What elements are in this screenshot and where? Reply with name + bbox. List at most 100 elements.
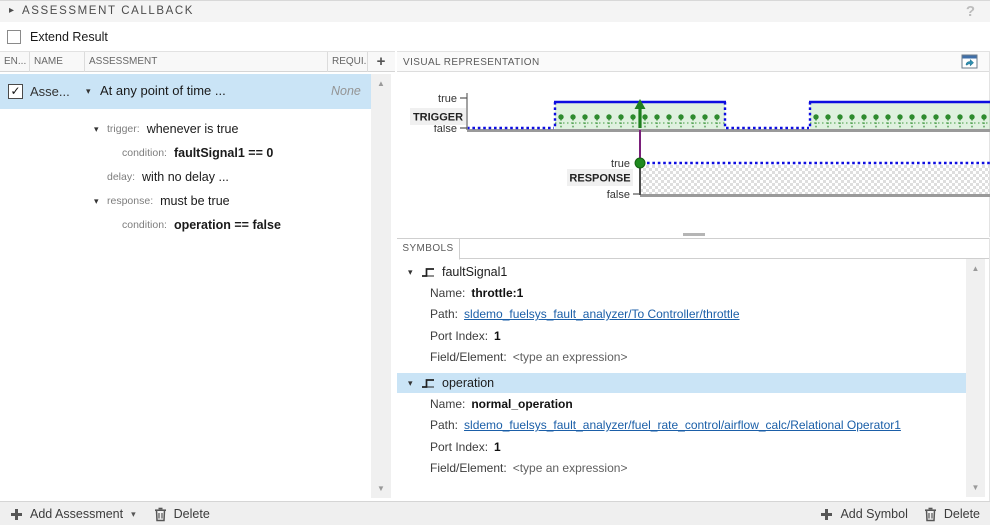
column-header-assessment[interactable]: ASSESSMENT [85, 52, 328, 72]
path-link[interactable]: sldemo_fuelsys_fault_analyzer/fuel_rate_… [464, 418, 901, 433]
row-assessment-type[interactable]: At any point of time ... [100, 83, 226, 98]
symbols-list: ▾ faultSignal1 Name: throttle:1 Path: sl… [397, 259, 966, 501]
delete-symbol-label: Delete [943, 507, 980, 521]
assessment-table: EN... NAME ASSESSMENT REQUI... + ✓ Asse.… [0, 51, 395, 501]
open-in-figure-icon[interactable] [961, 54, 979, 70]
trigger-axis-label: TRIGGER [413, 112, 463, 124]
extend-result-checkbox[interactable] [7, 30, 21, 44]
field-label: Port Index: [430, 439, 489, 454]
symbol-field-element: Field/Element: <type an expression> [397, 458, 966, 480]
detail-row-trigger: ▾ trigger: whenever is true [0, 117, 371, 141]
detail-value[interactable]: must be true [160, 194, 230, 208]
symbol-field-name: Name: normal_operation [397, 393, 966, 415]
symbol-field-name: Name: throttle:1 [397, 282, 966, 304]
field-value[interactable]: 1 [494, 328, 501, 343]
add-column-button[interactable]: + [376, 53, 386, 70]
expander-icon[interactable]: ▾ [408, 377, 413, 388]
scroll-up-icon[interactable]: ▲ [971, 264, 980, 273]
detail-label: condition: [122, 147, 167, 159]
detail-label: delay: [107, 171, 136, 183]
field-label: Port Index: [430, 328, 489, 343]
expander-icon[interactable]: ▾ [94, 195, 99, 206]
page-title: ASSESSMENT CALLBACK [22, 5, 195, 17]
symbol-field-path: Path: sldemo_fuelsys_fault_analyzer/To C… [397, 304, 966, 326]
symbol-name: faultSignal1 [442, 265, 508, 279]
delete-assessment-button[interactable]: Delete [154, 507, 210, 522]
field-value[interactable]: throttle:1 [471, 285, 524, 300]
column-header-name[interactable]: NAME [30, 52, 85, 72]
expander-icon[interactable]: ▾ [94, 123, 99, 134]
field-value[interactable]: 1 [494, 439, 501, 454]
symbol-row-selected[interactable]: ▾ operation [397, 373, 966, 393]
trash-icon [924, 507, 937, 522]
symbol-name: operation [442, 376, 495, 390]
panel-splitter-handle[interactable] [683, 233, 705, 236]
field-label: Field/Element: [430, 461, 507, 476]
scroll-down-icon[interactable]: ▼ [377, 484, 385, 493]
row-expander-icon[interactable]: ▾ [86, 86, 91, 96]
symbol-row[interactable]: ▾ faultSignal1 [397, 262, 966, 282]
field-value[interactable]: normal_operation [471, 396, 573, 411]
delete-symbol-button[interactable]: Delete [924, 507, 980, 522]
assessment-table-row[interactable]: ✓ Asse... ▾ At any point of time ... Non… [0, 74, 371, 109]
symbol-field-path: Path: sldemo_fuelsys_fault_analyzer/fuel… [397, 415, 966, 437]
detail-value[interactable]: operation == false [173, 218, 281, 232]
response-axis-label: RESPONSE [569, 173, 630, 185]
plus-icon [10, 508, 23, 521]
expression-input[interactable]: <type an expression> [512, 461, 628, 476]
row-requirements: None [331, 84, 361, 98]
collapse-arrow-icon[interactable]: ▸ [9, 5, 15, 16]
scroll-up-icon[interactable]: ▲ [377, 79, 385, 88]
detail-row-response-condition: condition: operation == false [0, 213, 371, 237]
visual-representation-panel: VISUAL REPRESENTATION [397, 51, 990, 237]
row-enabled-checkbox[interactable]: ✓ [8, 84, 23, 99]
table-scrollbar[interactable]: ▲ ▼ [371, 74, 391, 498]
trigger-true-label: true [438, 93, 457, 105]
field-label: Path: [430, 418, 459, 433]
trash-icon [154, 507, 167, 522]
expander-icon[interactable]: ▾ [408, 266, 413, 277]
detail-label: condition: [122, 219, 167, 231]
help-icon[interactable]: ? [965, 3, 975, 20]
signal-diagram: true false TRIGGER true false RESPONSE [397, 72, 990, 232]
symbols-tabbar: SYMBOLS [397, 238, 989, 260]
column-header-requirements[interactable]: REQUI... [328, 52, 368, 72]
symbol-item-operation: ▾ operation Name: normal_operation Path:… [397, 373, 966, 479]
response-true-label: true [611, 158, 630, 170]
detail-label: response: [107, 195, 154, 207]
signal-icon [421, 267, 435, 278]
detail-value[interactable]: whenever is true [146, 122, 239, 136]
add-assessment-label: Add Assessment [30, 507, 124, 521]
footer-toolbar: Add Assessment ▾ Delete Add Symbol [0, 501, 990, 525]
symbols-panel: SYMBOLS ▾ faultSignal1 Name: throttle:1 … [397, 238, 990, 501]
tab-symbols[interactable]: SYMBOLS [397, 239, 460, 260]
scroll-down-icon[interactable]: ▼ [971, 483, 980, 492]
add-assessment-button[interactable]: Add Assessment ▾ [10, 507, 136, 521]
panel-title: VISUAL REPRESENTATION [403, 57, 540, 68]
visual-representation-header: VISUAL REPRESENTATION [397, 51, 989, 72]
response-false-label: false [607, 189, 630, 201]
column-header-enabled[interactable]: EN... [0, 52, 30, 72]
symbol-field-port-index: Port Index: 1 [397, 325, 966, 347]
dropdown-caret-icon[interactable]: ▾ [131, 508, 136, 519]
trigger-false-label: false [434, 123, 457, 135]
assessment-callback-header: ▸ ASSESSMENT CALLBACK ? [0, 1, 990, 22]
expression-input[interactable]: <type an expression> [512, 350, 628, 365]
symbol-item-faultsignal1: ▾ faultSignal1 Name: throttle:1 Path: sl… [397, 262, 966, 368]
symbols-scrollbar[interactable]: ▲ ▼ [966, 259, 985, 497]
signal-icon [421, 378, 435, 389]
row-name: Asse... [30, 84, 70, 99]
field-label: Name: [430, 285, 466, 300]
plus-icon [820, 508, 833, 521]
symbol-field-port-index: Port Index: 1 [397, 436, 966, 458]
add-symbol-button[interactable]: Add Symbol [820, 507, 908, 521]
detail-value[interactable]: faultSignal1 == 0 [173, 146, 274, 160]
delete-assessment-label: Delete [173, 507, 210, 521]
detail-row-trigger-condition: condition: faultSignal1 == 0 [0, 141, 371, 165]
field-label: Path: [430, 307, 459, 322]
extend-result-row: Extend Result [7, 30, 108, 44]
detail-value[interactable]: with no delay ... [142, 170, 229, 184]
path-link[interactable]: sldemo_fuelsys_fault_analyzer/To Control… [464, 307, 740, 322]
symbol-field-element: Field/Element: <type an expression> [397, 347, 966, 369]
